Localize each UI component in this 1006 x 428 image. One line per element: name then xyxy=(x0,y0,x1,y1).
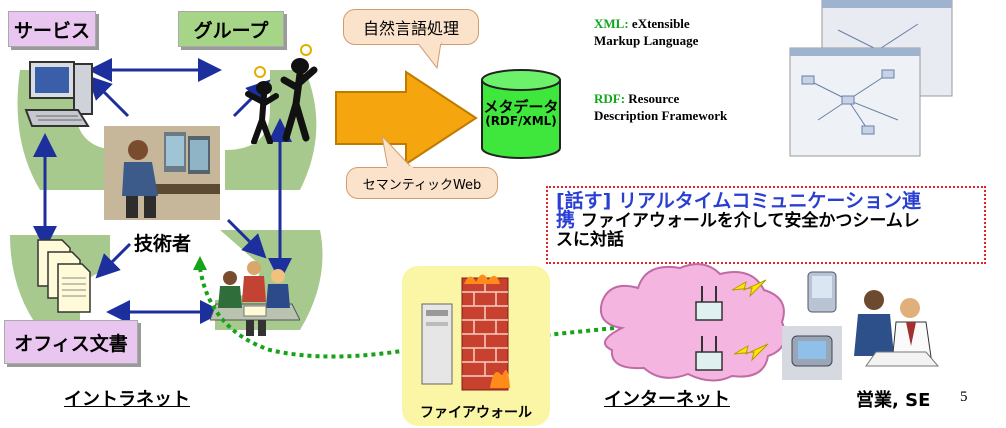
router-icon-2 xyxy=(695,336,723,371)
talk-heading: [話す] リアルタイムコミュニケーション連 xyxy=(556,190,922,212)
realtime-communication-box: [話す] リアルタイムコミュニケーション連 携 ファイアウォールを介して安全かつ… xyxy=(546,186,986,264)
rdf-definition: RDF: Resource Description Framework xyxy=(594,91,728,123)
pda-icon xyxy=(807,271,837,313)
meeting-icon xyxy=(210,261,300,336)
metadata-title: メタデータ xyxy=(483,98,559,116)
talk-body-line2: スに対話 xyxy=(556,230,624,250)
nlp-callout-tail xyxy=(416,42,442,70)
lightning-icon-2 xyxy=(733,343,769,362)
sales-people-icon xyxy=(854,290,940,367)
semantic-web-callout-tail xyxy=(381,134,414,170)
rdf-graph-screenshots xyxy=(789,0,953,157)
page-number: 5 xyxy=(960,389,968,405)
talk-body: 携 ファイアウォールを介して安全かつシームレ xyxy=(556,209,920,231)
metadata-cylinder xyxy=(481,69,561,159)
sales-se-label: 営業, SE xyxy=(856,390,931,411)
intranet-arrows xyxy=(33,58,292,324)
group-label: グループ xyxy=(178,11,284,47)
engineer-label: 技術者 xyxy=(134,233,192,255)
handheld-device-icon xyxy=(782,326,842,380)
router-icon xyxy=(695,286,723,321)
intranet-label: イントラネット xyxy=(64,389,190,410)
firewall-icon xyxy=(421,274,510,391)
computer-icon xyxy=(24,61,93,127)
nlp-callout: 自然言語処理 xyxy=(343,9,479,45)
engineer-photo xyxy=(104,126,220,220)
big-orange-arrow xyxy=(335,70,478,166)
semantic-web-callout: セマンティックWeb xyxy=(346,167,498,199)
firewall-label: ファイアウォール xyxy=(420,405,532,421)
people-group-icon xyxy=(245,44,318,144)
metadata-subtitle: (RDF/XML) xyxy=(485,114,557,128)
documents-icon xyxy=(37,239,91,313)
internet-label: インターネット xyxy=(604,389,730,410)
lightning-icon xyxy=(731,279,767,298)
service-label: サービス xyxy=(8,11,96,47)
xml-definition: XML: eXtensible Markup Language xyxy=(594,16,699,48)
office-docs-label: オフィス文書 xyxy=(4,320,138,364)
